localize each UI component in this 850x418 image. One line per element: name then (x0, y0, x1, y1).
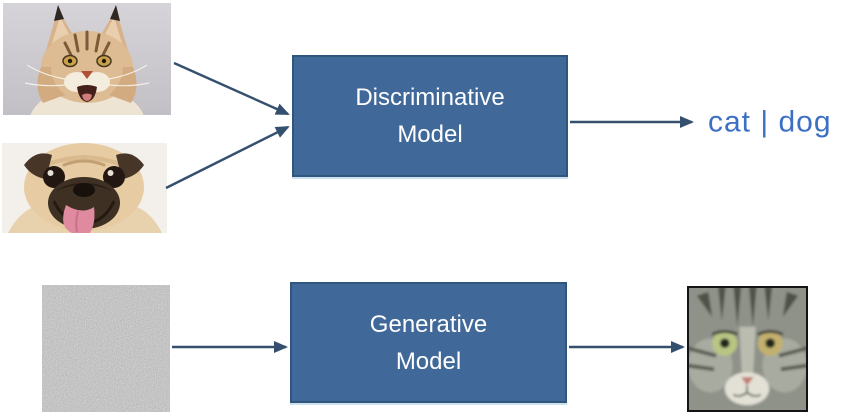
generative-label-line2: Model (395, 347, 462, 375)
discriminative-label-line2: Model (397, 121, 463, 148)
cat-photo-art (3, 3, 171, 115)
discriminative-label-line1: Discriminative (355, 84, 505, 111)
cat-photo (3, 3, 171, 115)
dog-photo (2, 142, 167, 234)
generated-cat-image (687, 286, 808, 412)
output-label: cat | dog (708, 105, 832, 139)
arrow-dog-to-discriminative (165, 125, 290, 190)
generative-model-box: Generative Model (290, 282, 567, 403)
generative-label-line1: Generative (369, 310, 488, 338)
discriminative-model-box: Discriminative Model (292, 55, 568, 177)
noise-art (42, 285, 170, 412)
generated-cat-art (689, 288, 806, 410)
dog-photo-art (2, 143, 167, 233)
arrow-cat-to-discriminative (173, 61, 290, 116)
noise-image (42, 285, 170, 412)
